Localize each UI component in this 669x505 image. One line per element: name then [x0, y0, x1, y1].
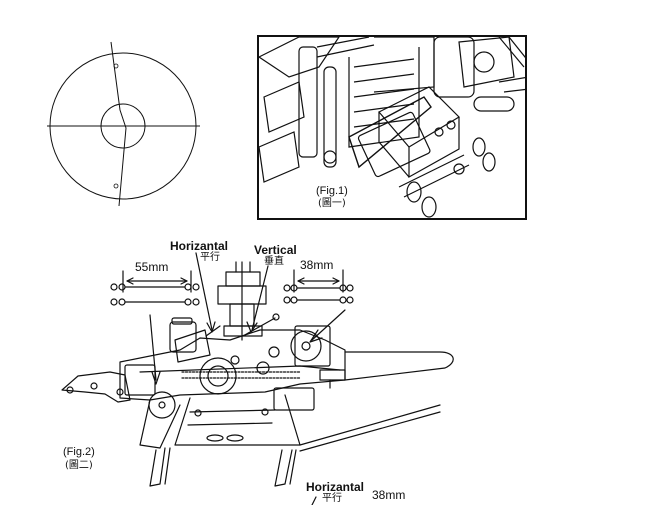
front-bracket: [61, 371, 131, 403]
lower-frame: [139, 394, 301, 487]
horizontal-label-bottom-zh: 平行: [322, 493, 342, 504]
horizontal-label-bottom: Horizantal: [306, 480, 365, 494]
fig1-caption-zh: (圖一): [318, 198, 346, 209]
fig1-illustration-frame: [257, 35, 527, 220]
servo-left: [124, 364, 176, 419]
dimension-55mm: 55mm: [135, 260, 169, 274]
dimension-38mm-bottom: 38mm: [372, 488, 406, 502]
fig1-caption-en: (Fig.1): [316, 185, 348, 197]
main-frame: [119, 313, 346, 419]
servo-right: [290, 325, 331, 367]
vertical-label: Vertical: [254, 243, 297, 257]
fig1-servo-mount-illustration: [259, 37, 525, 218]
horizontal-label-top: Horizantal: [170, 239, 229, 253]
vertical-label-zh: 垂直: [264, 256, 284, 267]
rotor-head: [217, 261, 267, 341]
tail-boom: [299, 351, 454, 452]
tilted-axis: [110, 41, 127, 207]
dimension-38mm-top: 38mm: [300, 258, 334, 272]
fig2-caption-en: (Fig.2): [63, 446, 95, 458]
fig2-caption-zh: (圖二): [65, 460, 93, 471]
linkage-rods: [110, 269, 354, 306]
main-gear: [181, 357, 301, 395]
horizontal-label-top-zh: 平行: [200, 252, 220, 263]
